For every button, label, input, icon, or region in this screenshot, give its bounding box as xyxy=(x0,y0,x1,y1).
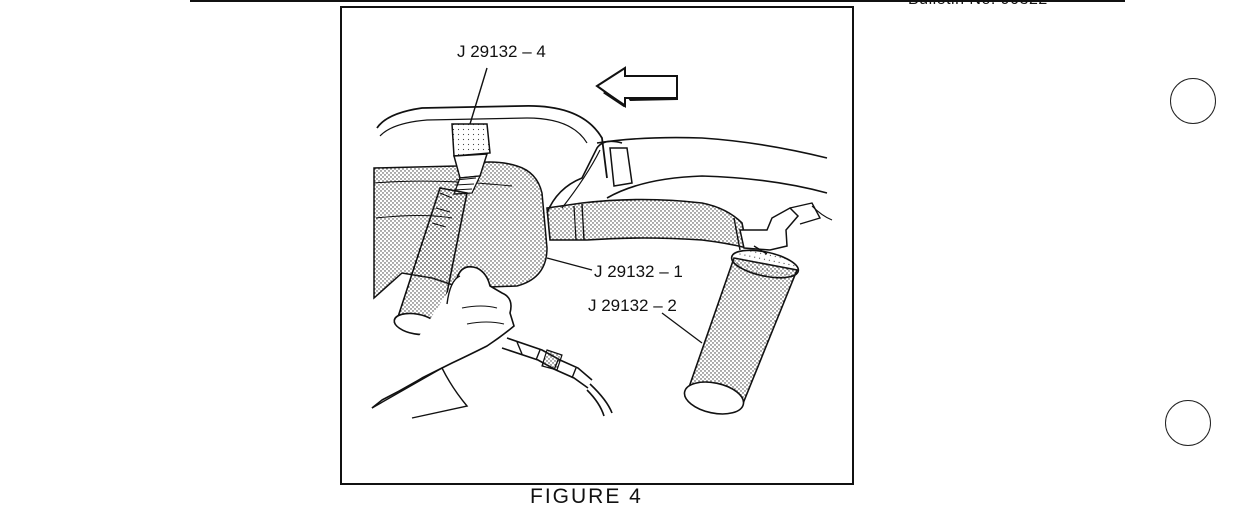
callout-j29132-1: J 29132 – 1 xyxy=(594,262,683,281)
header-rule xyxy=(190,0,1125,2)
canister-j29132-2 xyxy=(683,245,800,415)
callout-j29132-2: J 29132 – 2 xyxy=(588,296,677,315)
bulletin-number-header: Bulletin No. 90322 xyxy=(908,0,1048,9)
service-tool-drawing xyxy=(371,66,833,419)
figure-caption: FIGURE 4 xyxy=(530,485,643,508)
binder-hole-bottom xyxy=(1165,400,1211,446)
adapter-hose-j29132-1 xyxy=(546,198,749,251)
technician-hand xyxy=(371,265,515,419)
filler-neck xyxy=(546,136,828,214)
leader-line-j29132-2 xyxy=(661,312,703,344)
leader-line-j29132-1 xyxy=(546,257,593,271)
air-hose xyxy=(501,337,613,417)
callout-j29132-4: J 29132 – 4 xyxy=(457,42,546,61)
binder-hole-top xyxy=(1170,78,1216,124)
tee-fitting xyxy=(739,202,833,251)
figure-4-illustration: J 29132 – 4 J 29132 – 1 J 29132 – 2 xyxy=(340,6,854,485)
plug-tool-j29132-4 xyxy=(393,67,491,336)
direction-arrow-icon xyxy=(595,66,678,108)
fuel-tank-body xyxy=(373,105,608,300)
